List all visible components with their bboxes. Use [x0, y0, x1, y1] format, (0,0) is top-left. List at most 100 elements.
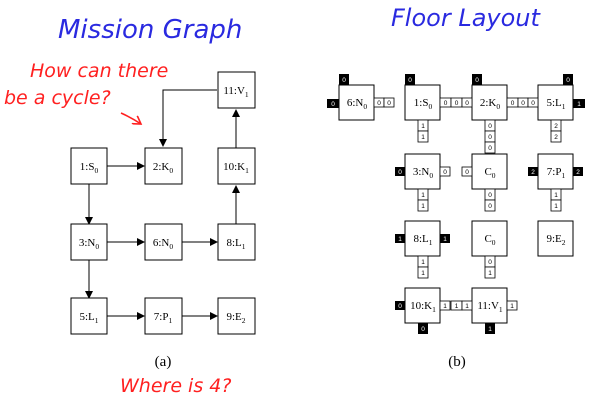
- door-label: 0: [443, 169, 447, 176]
- door-label: 0: [387, 100, 391, 107]
- door-label: 1: [421, 192, 425, 199]
- door-label: 2: [554, 123, 558, 130]
- door-label: 1: [421, 270, 425, 277]
- room-5: 5:L1: [537, 84, 574, 121]
- mission-node-3: 3:N0: [70, 223, 108, 261]
- svg-text:3:N0: 3:N0: [79, 237, 100, 251]
- door-label: 0: [566, 77, 570, 84]
- door-connector-tile: [383, 97, 395, 108]
- door-connector-tile: [506, 300, 518, 311]
- svg-text:8:L1: 8:L1: [413, 233, 432, 247]
- cycle-note-line2: be a cycle?: [4, 87, 111, 109]
- exterior-door-tile: [563, 74, 573, 85]
- svg-text:9:E2: 9:E2: [546, 233, 565, 247]
- svg-text:6:N0: 6:N0: [153, 237, 174, 251]
- door-label: 1: [510, 303, 514, 310]
- door-label: 0: [488, 134, 492, 141]
- mission-node-10: 10:K1: [217, 147, 256, 185]
- exterior-door-tile: [395, 234, 405, 243]
- svg-text:7:P1: 7:P1: [547, 166, 566, 180]
- room-8: 8:L1: [404, 220, 441, 257]
- door-connector-tile: [461, 97, 473, 108]
- door-connector-tile: [439, 300, 451, 311]
- svg-text:7:P1: 7:P1: [154, 311, 173, 325]
- door-label: 0: [511, 100, 515, 107]
- door-label: 0: [444, 100, 448, 107]
- door-connector-tile: [484, 266, 496, 279]
- door-connector-tile: [417, 130, 429, 143]
- svg-text:2:K0: 2:K0: [480, 97, 501, 111]
- door-label: 0: [398, 169, 402, 176]
- door-connector-tile: [439, 166, 451, 177]
- svg-text:10:K1: 10:K1: [410, 300, 436, 314]
- door-label: 0: [488, 259, 492, 266]
- room-1: 1:S0: [404, 84, 441, 121]
- door-connector-tile: [527, 97, 539, 108]
- svg-text:11:V1: 11:V1: [477, 300, 503, 314]
- room-corridor-1: C0: [471, 153, 508, 190]
- door-label: 2: [531, 169, 535, 176]
- exterior-door-tile: [327, 99, 339, 108]
- room-3: 3:N0: [404, 153, 441, 190]
- svg-text:3:N0: 3:N0: [413, 166, 434, 180]
- mission-node-2: 2:K0: [144, 147, 183, 185]
- door-label: 1: [421, 123, 425, 130]
- door-label: 0: [488, 192, 492, 199]
- mission-node-6: 6:N0: [144, 223, 183, 261]
- door-label: 1: [488, 326, 492, 333]
- mission-node-9: 9:E2: [217, 297, 256, 335]
- door-label: 1: [398, 236, 402, 243]
- door-label: 0: [342, 77, 346, 84]
- door-connector-tile: [417, 266, 429, 279]
- door-connector-tile: [484, 141, 496, 154]
- door-label: 0: [521, 100, 525, 107]
- door-label: 1: [421, 134, 425, 141]
- svg-text:9:E2: 9:E2: [226, 311, 245, 325]
- door-label: 0: [488, 145, 492, 152]
- door-label: 1: [443, 303, 447, 310]
- room-7: 7:P1: [537, 153, 574, 190]
- exterior-door-tile: [472, 74, 482, 85]
- room-9: 9:E2: [537, 220, 574, 257]
- door-label: 1: [455, 303, 459, 310]
- mission-graph-caption: (a): [155, 354, 172, 370]
- door-label: 1: [554, 203, 558, 210]
- room-corridor-2: C0: [471, 220, 508, 257]
- door-label: 1: [554, 192, 558, 199]
- floor-layout-caption: (b): [448, 354, 466, 370]
- exterior-door-tile: [528, 167, 538, 176]
- mission-graph: 1:S0 2:K0 3:N0 5:L1 6:N0 7:P1 8:L1 9:E2: [70, 71, 256, 370]
- door-connector-tile: [461, 300, 473, 311]
- door-label: 0: [465, 100, 469, 107]
- door-label: 0: [488, 123, 492, 130]
- room-11: 11:V1: [471, 287, 508, 324]
- mission-graph-title: Mission Graph: [58, 15, 242, 45]
- door-connector-tile: [550, 130, 562, 143]
- missing-node-note: Where is 4?: [120, 375, 231, 397]
- exterior-door-tile: [573, 99, 585, 108]
- mission-node-1: 1:S0: [70, 147, 108, 185]
- door-label: 0: [465, 169, 469, 176]
- door-label: 1: [443, 236, 447, 243]
- door-label: 0: [531, 100, 535, 107]
- room-2: 2:K0: [471, 84, 508, 121]
- exterior-door-tile: [573, 167, 583, 176]
- door-label: 1: [421, 259, 425, 266]
- door-label: 2: [554, 134, 558, 141]
- door-label: 0: [377, 100, 381, 107]
- svg-text:5:L1: 5:L1: [546, 97, 565, 111]
- exterior-door-tile: [395, 301, 405, 310]
- door-connector-tile: [550, 199, 562, 212]
- svg-text:C0: C0: [484, 233, 495, 247]
- svg-text:6:N0: 6:N0: [347, 97, 368, 111]
- exterior-door-tile: [485, 323, 495, 334]
- mission-node-7: 7:P1: [144, 297, 183, 335]
- exterior-door-tile: [405, 74, 415, 85]
- door-label: 0: [408, 77, 412, 84]
- door-label: 2: [576, 169, 580, 176]
- exterior-door-tile: [418, 323, 428, 334]
- room-6: 6:N0: [338, 84, 375, 121]
- door-label: 0: [331, 101, 335, 108]
